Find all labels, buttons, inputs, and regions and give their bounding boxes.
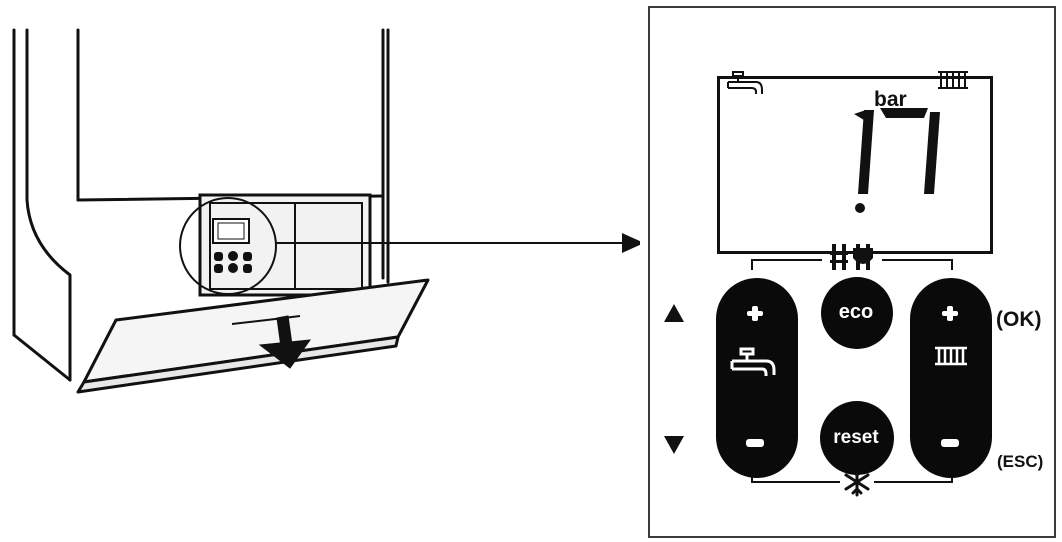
digit-one <box>854 110 874 194</box>
dhw-plus-icon <box>747 306 763 321</box>
eco-button-label: eco <box>838 301 874 323</box>
decimal-point <box>855 203 865 213</box>
eco-button[interactable] <box>821 277 893 349</box>
heating-radiator-icon <box>935 346 967 366</box>
dhw-tap-icon <box>730 347 776 376</box>
arrow-up-icon <box>664 304 684 322</box>
heating-adjust-button[interactable] <box>910 278 992 478</box>
open-cover-arrow <box>258 315 312 369</box>
arrow-down-icon <box>664 436 684 454</box>
pressure-unit: bar <box>874 88 907 111</box>
esc-label: (ESC) <box>997 452 1044 471</box>
ok-label: (OK) <box>996 308 1042 331</box>
reset-button-label: reset <box>833 427 879 448</box>
panel-graphics <box>664 71 992 497</box>
reset-button[interactable] <box>820 401 894 475</box>
boiler-illustration <box>12 28 640 394</box>
summer-winter-icon <box>830 244 873 270</box>
dhw-minus-icon <box>746 439 764 447</box>
lcd-tap-icon <box>727 71 763 94</box>
lcd-display <box>717 76 993 254</box>
heating-minus-icon <box>941 439 959 447</box>
heating-plus-icon <box>942 306 958 321</box>
control-panel-detail: bar eco reset (OK) (ESC) <box>648 6 1056 538</box>
digit-seven <box>880 108 940 194</box>
dhw-adjust-button[interactable] <box>716 278 798 478</box>
lcd-radiator-icon <box>938 71 968 89</box>
boiler-control-panel <box>198 193 372 297</box>
